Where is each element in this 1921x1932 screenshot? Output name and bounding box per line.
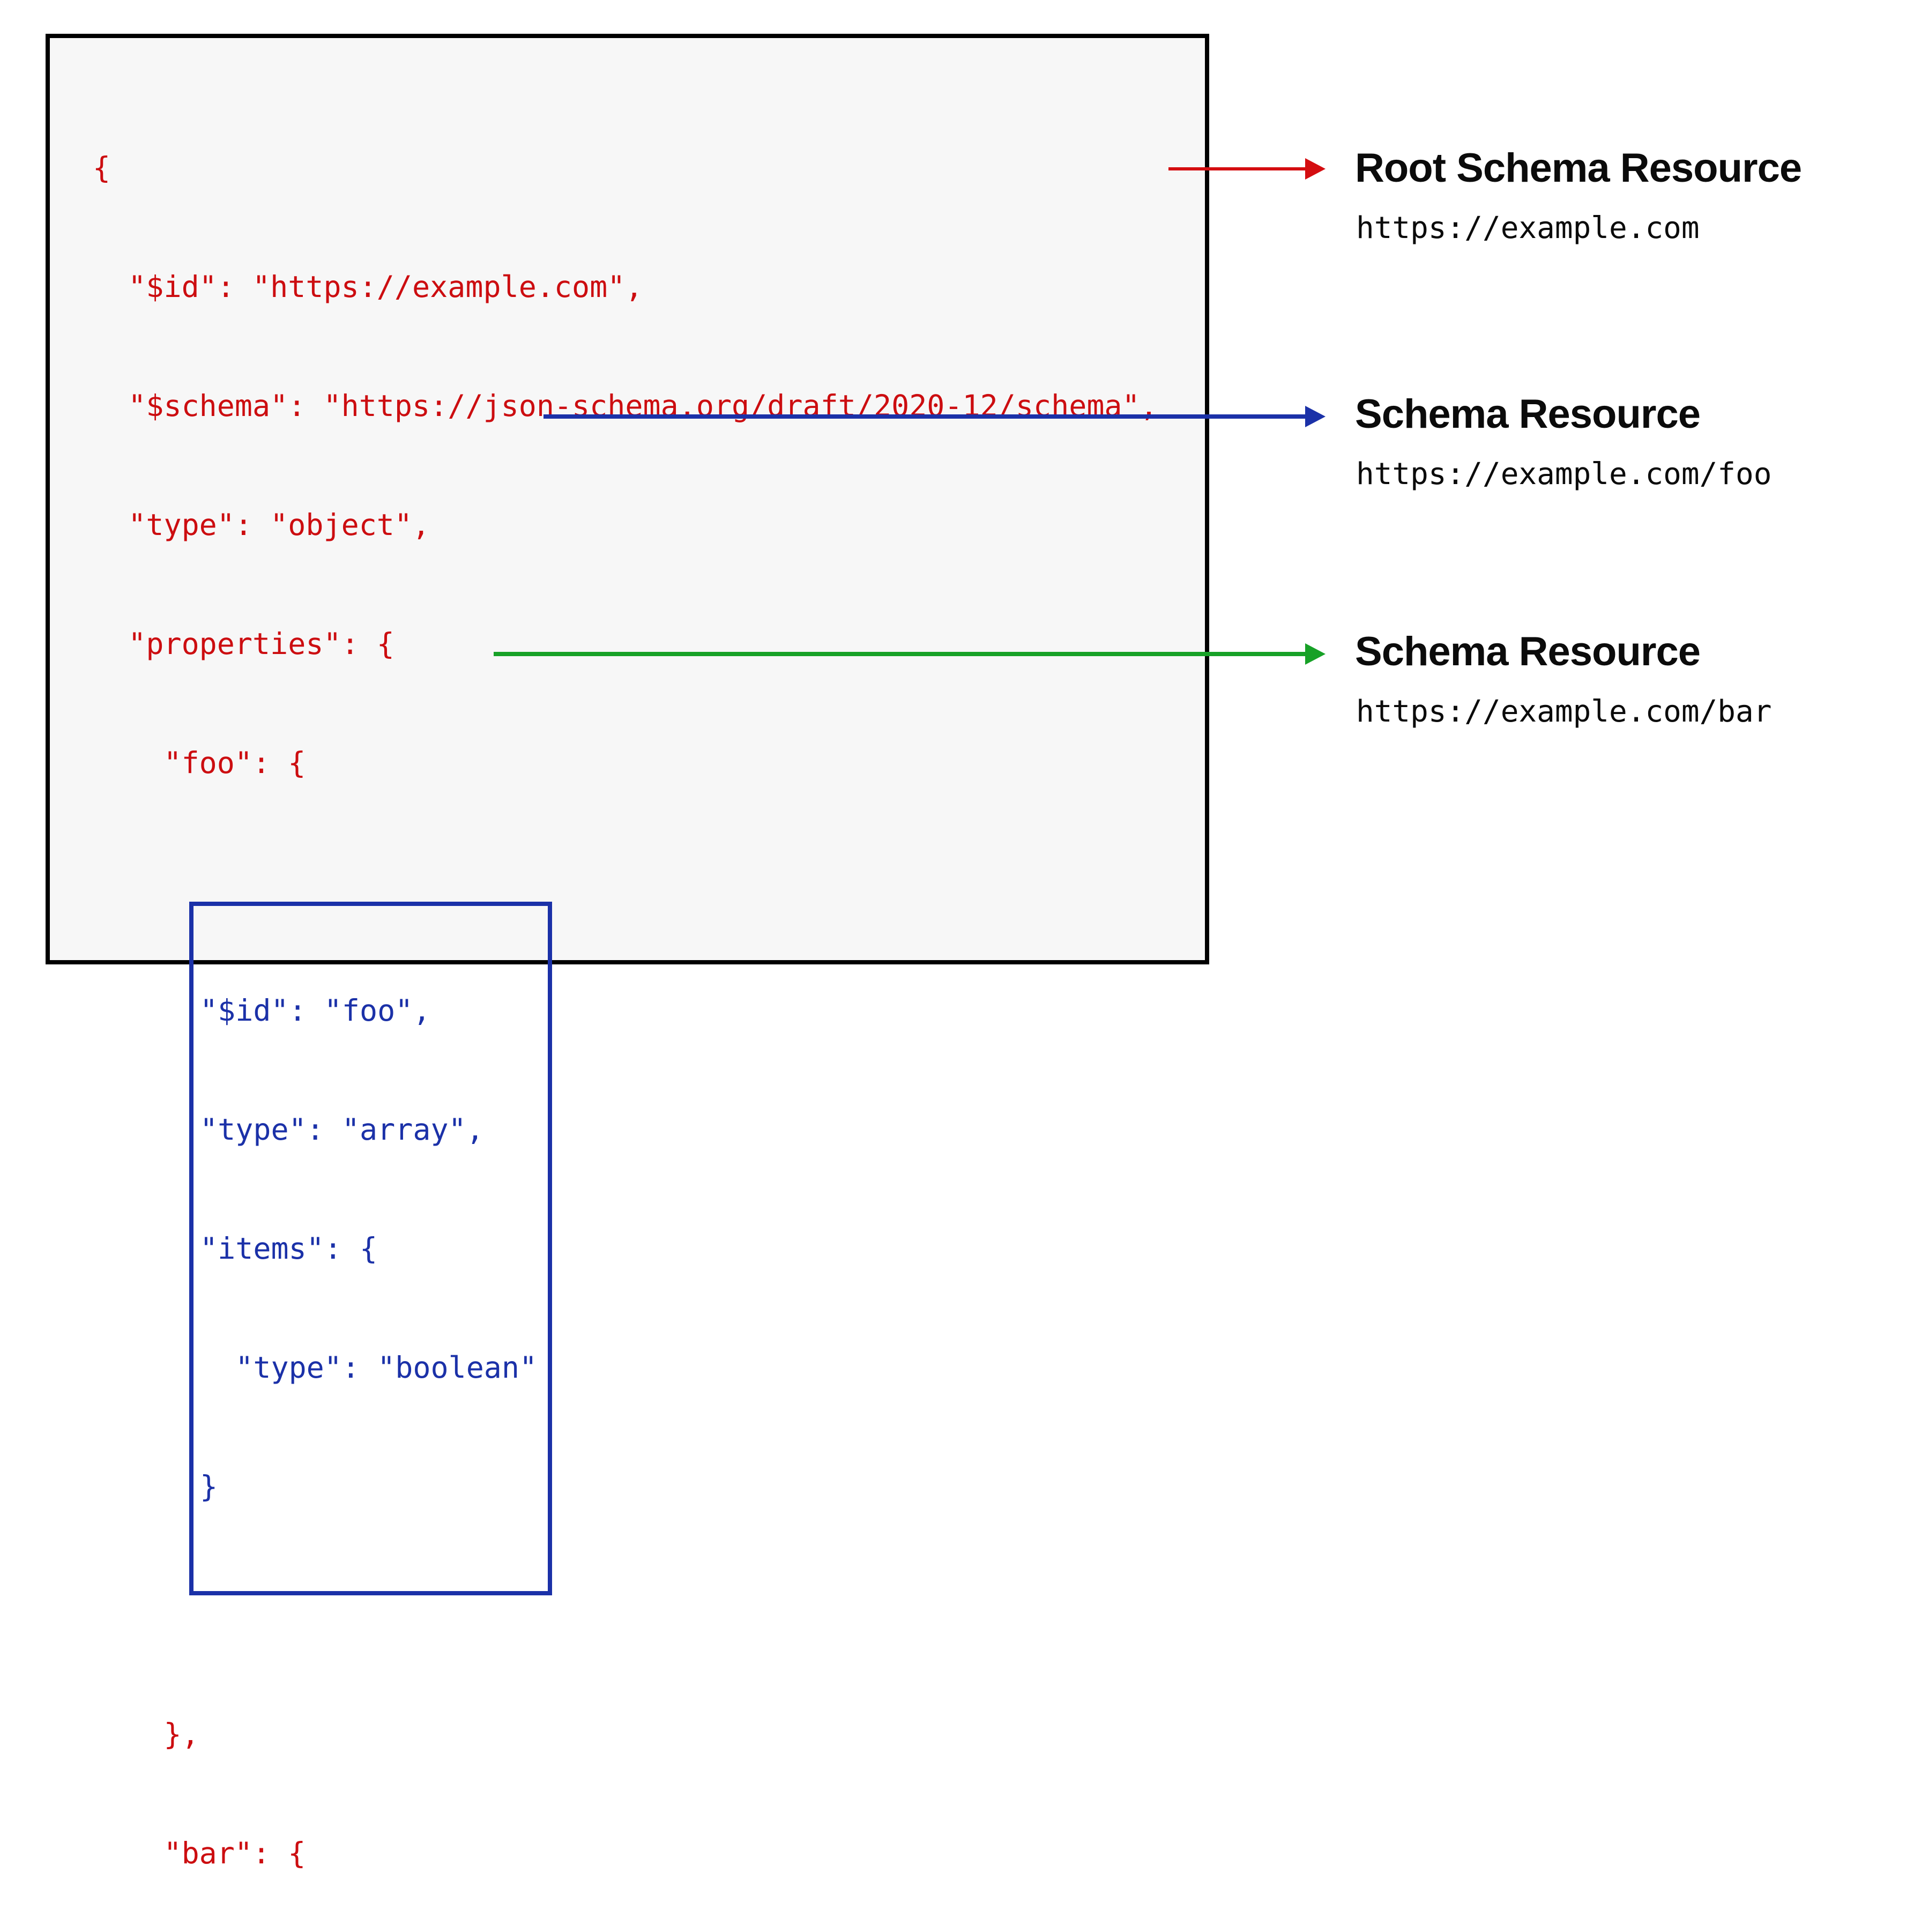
code-line: "$id": "foo", — [200, 993, 431, 1028]
code-line: "type": "array", — [200, 1112, 484, 1147]
code-line: "type": "object", — [93, 508, 430, 542]
code-line: "$id": "https://example.com", — [93, 270, 643, 304]
annotation-url: https://example.com/foo — [1356, 457, 1772, 492]
annotation-title: Schema Resource — [1355, 391, 1701, 437]
annotation-title: Root Schema Resource — [1355, 145, 1802, 191]
arrow-head-icon — [1305, 406, 1326, 427]
json-schema-code: { "$id": "https://example.com", "$schema… — [93, 69, 1158, 1932]
code-line-schema-keyword: "$schema": "https://json-schema.org/draf… — [93, 389, 1158, 423]
annotation-foo-schema-resource: Schema Resource https://example.com/foo — [1355, 391, 1771, 491]
annotation-url: https://example.com — [1356, 211, 1700, 246]
diagram-canvas: { "$id": "https://example.com", "$schema… — [46, 34, 1802, 1870]
arrow-line — [543, 414, 1306, 419]
code-line: { — [93, 151, 111, 185]
arrow-line — [1168, 167, 1306, 170]
code-line: }, — [93, 1717, 199, 1751]
annotation-root-schema-resource: Root Schema Resource https://example.com — [1355, 145, 1802, 244]
foo-schema-resource-box: "$id": "foo", "type": "array", "items": … — [189, 902, 553, 1595]
arrow-head-icon — [1305, 643, 1326, 665]
annotation-bar-schema-resource: Schema Resource https://example.com/bar — [1355, 629, 1771, 728]
code-line: "items": { — [200, 1231, 378, 1266]
annotation-title: Schema Resource — [1355, 629, 1701, 674]
schema-code-panel: { "$id": "https://example.com", "$schema… — [46, 34, 1209, 1870]
code-line: "type": "boolean" — [200, 1350, 538, 1385]
code-line: "bar": { — [93, 1836, 306, 1870]
code-line: } — [200, 1469, 218, 1504]
arrow-head-icon — [1305, 158, 1326, 180]
code-line: "foo": { — [93, 746, 306, 780]
arrow-line — [494, 652, 1306, 656]
code-line: "properties": { — [93, 627, 394, 661]
annotation-url: https://example.com/bar — [1356, 694, 1772, 729]
